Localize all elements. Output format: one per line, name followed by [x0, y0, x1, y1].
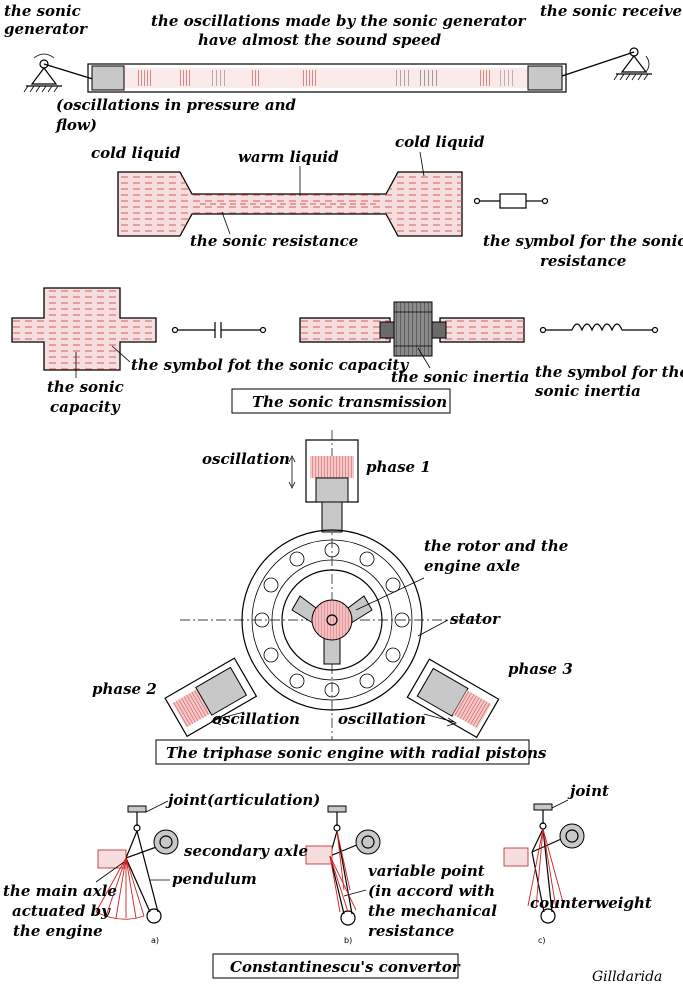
oscillation-right-label: oscillation — [338, 710, 426, 728]
stator-outer — [241, 529, 423, 711]
oscillation-left-label: oscillation — [212, 710, 300, 728]
convertor-b — [305, 805, 381, 926]
generator-support — [23, 53, 97, 93]
oscillation-top-label: oscillation — [202, 450, 290, 468]
convertor-c — [503, 803, 585, 924]
phase1-piston — [321, 501, 343, 533]
triphase-engine — [164, 430, 500, 740]
phase1-label: phase 1 — [366, 458, 431, 476]
joint-label: joint — [567, 782, 609, 800]
phase2-cylinder — [164, 657, 258, 738]
oscillations-note-label: the oscillations made by the sonic gener… — [151, 12, 527, 49]
phase3-cylinder — [406, 658, 500, 739]
rotor — [291, 595, 373, 665]
fig-a-label: a) — [151, 936, 159, 945]
oscillation-waves — [138, 70, 514, 86]
sonic-transmission-title-box — [231, 388, 451, 414]
generator-piston — [91, 65, 125, 91]
cold-liquid-right-label: cold liquid — [395, 133, 485, 151]
receiver-support — [561, 47, 652, 81]
phase3-arrow — [423, 713, 457, 727]
phase1-arrow — [288, 455, 296, 489]
convertor-title: Constantinescu's convertor — [230, 958, 461, 976]
sonic-inertia-diagram — [299, 301, 525, 357]
cold-liquid-left-label: cold liquid — [91, 144, 181, 162]
sonic-tube-section — [23, 47, 652, 93]
phase2-label: phase 2 — [92, 680, 157, 698]
stator-label: stator — [450, 610, 501, 628]
sonic-tube — [87, 63, 567, 93]
receiver-piston — [527, 65, 563, 91]
inertia-symbol — [539, 323, 659, 334]
capacity-symbol — [171, 322, 267, 338]
signature: Gilldarida — [592, 969, 662, 985]
phase3-label: phase 3 — [508, 660, 573, 678]
fig-b-label: b) — [344, 936, 352, 945]
stator-bolts — [254, 542, 410, 698]
fig-c-label: c) — [538, 936, 546, 945]
sonic-capacity-diagram — [11, 287, 157, 371]
sonic-transmission-title: The sonic transmission — [252, 393, 447, 411]
resistance-symbol — [473, 193, 549, 209]
convertor-a — [95, 805, 179, 924]
sonic-inertia-label: the sonic inertia — [391, 368, 529, 386]
warm-liquid-label: warm liquid — [238, 148, 339, 166]
counterweight-label: counterweight — [530, 894, 652, 912]
sonic-resistance-diagram — [117, 171, 463, 237]
sonic-receiver-label: the sonic receiver — [540, 2, 683, 20]
sonic-resistance-label: the sonic resistance — [190, 232, 358, 250]
engine-title: The triphase sonic engine with radial pi… — [166, 744, 547, 762]
pendulum-label: pendulum — [172, 870, 257, 888]
phase2-arrow — [211, 711, 245, 726]
engine-title-box — [155, 739, 530, 765]
secondary-axle-label: secondary axle — [184, 842, 308, 860]
joint-articulation-label: joint(articulation) — [165, 791, 320, 809]
convertor-title-box — [212, 953, 459, 979]
capacity-symbol-label: the symbol fot the sonic capacity — [131, 356, 409, 374]
